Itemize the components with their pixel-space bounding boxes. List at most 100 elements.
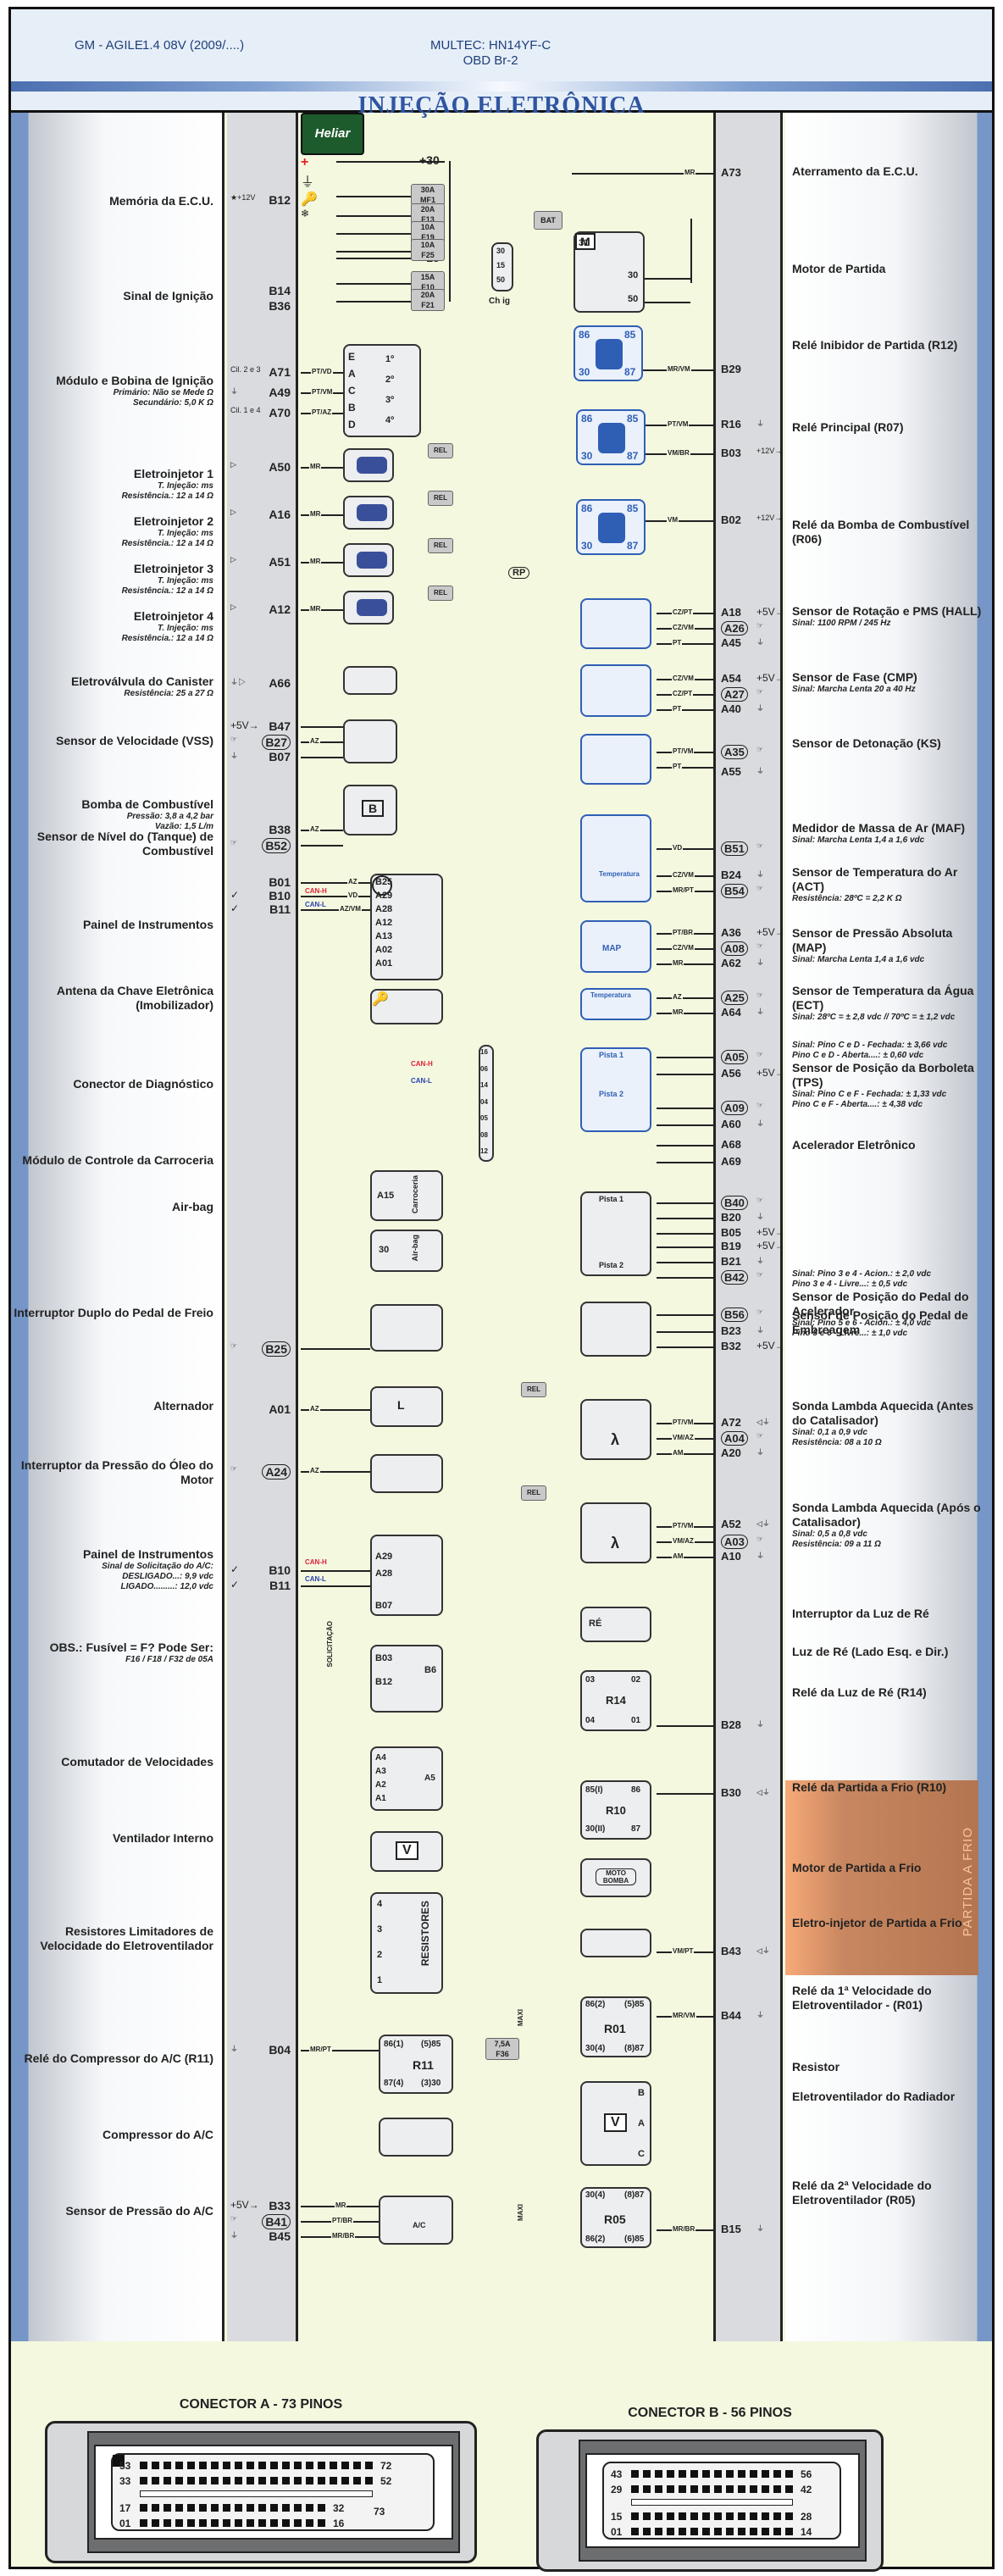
component-spec: F16 / F18 / F32 de 05A (125, 1655, 213, 1664)
pin (690, 2470, 698, 2478)
ac-compressor (379, 2118, 453, 2157)
resistor-pin: 3 (377, 1924, 383, 1935)
ecu-pin-right: A52 (721, 1518, 741, 1530)
component-spec: Resistência.: 12 a 14 Ω (121, 634, 213, 643)
brake-pedal-switch (370, 1304, 443, 1352)
ecu-pin-right: B03 (721, 447, 741, 459)
wire-color-label: PT/VM (672, 747, 695, 755)
component-label-right: Sensor de Rotação e PMS (HALL)Sinal: 110… (792, 604, 987, 629)
pin (318, 2462, 325, 2469)
temperature-label: Temperatura (590, 991, 631, 999)
tps-wire (657, 1108, 713, 1109)
component-name: Módulo e Bobina de Ignição (56, 374, 213, 387)
can-l-label: CAN-L (305, 1575, 326, 1583)
--icon: ✓ (230, 889, 240, 901)
--icon: ✓ (230, 902, 240, 914)
pin (187, 2462, 195, 2469)
wire-color-label: PT/VM (672, 1418, 695, 1426)
pin (152, 2477, 159, 2484)
pin-number-start: 17 (119, 2502, 131, 2514)
ecu-pin-right: B54 (721, 884, 748, 898)
wire-color-label: MR/VM (667, 365, 691, 373)
pulse-icon: ▷ (230, 555, 236, 564)
pin-number-end: 28 (801, 2511, 812, 2523)
pin (714, 2528, 722, 2535)
ac-pin: B12 (375, 1677, 393, 1687)
fuel-pump-b: B (362, 800, 385, 817)
rel-fuse: REL (521, 1382, 546, 1397)
wire-color-label: VM/BR (667, 449, 690, 457)
ecu-pin-left: B38 (269, 823, 291, 836)
ecu-pin-right: B15 (721, 2223, 741, 2235)
ecu-pin-right: B19 (721, 1240, 741, 1252)
app-wire (657, 1277, 713, 1279)
-5v-icon: +5V→ (756, 1240, 785, 1252)
pin (282, 2504, 290, 2512)
starter-feed-wire (645, 302, 690, 303)
signal-icon: ☞ (756, 745, 764, 753)
pin (738, 2485, 745, 2493)
maxi-label: MAXI (517, 2204, 524, 2221)
wire-color-label: MR (672, 959, 684, 967)
pin (211, 2504, 219, 2512)
pin (762, 2512, 769, 2520)
component-name: Air-bag (172, 1200, 213, 1213)
pin-number-start: 01 (611, 2526, 623, 2538)
component-name: Motor de Partida a Frio (792, 1861, 922, 1874)
ground-pulse-icon: ⏚▷ (230, 678, 247, 686)
obd-pin: 14 (480, 1081, 488, 1089)
pin-number-end: 16 (333, 2518, 345, 2529)
component-name: Relé da Bomba de Combustível (R06) (792, 518, 970, 546)
sensor-wire (657, 1557, 713, 1558)
pin (353, 2477, 361, 2484)
pista-2-label: Pista 2 (599, 1261, 624, 1269)
pin-number-start: 15 (611, 2511, 623, 2523)
relay-terminal: (5)85 (624, 2000, 645, 2009)
ecu-pin-right: B51 (721, 841, 748, 856)
ecu-pin-right: A68 (721, 1138, 741, 1151)
ground-wire (572, 173, 713, 175)
wire-color-label: PT/VM (672, 1522, 695, 1530)
header-band (11, 81, 992, 92)
relay-terminal: 87(4) (384, 2079, 404, 2088)
wire-color-label: CZ/VM (672, 675, 695, 682)
ecu-pin-left: A71 (269, 365, 291, 379)
component-label-right: Medidor de Massa de Ar (MAF)Sinal: March… (792, 821, 987, 846)
cam-sensor (580, 664, 651, 717)
ecu-pin-left: B52 (262, 838, 291, 853)
pin (140, 2462, 147, 2469)
pin (318, 2519, 325, 2527)
ground-icon: ⏚ (756, 870, 765, 879)
wire-color-label: MR (309, 510, 322, 518)
relay-name: R14 (606, 1694, 626, 1707)
maf-sensor: Temperatura (580, 814, 651, 902)
component-name: Motor de Partida (792, 262, 886, 275)
component-name: Memória da E.C.U. (109, 194, 213, 208)
ecu-pin-left: B25 (262, 1341, 291, 1357)
relay-terminal: 86(2) (585, 2235, 606, 2244)
relay-icon (596, 339, 623, 369)
map-label: MAP (602, 944, 622, 953)
component-spec: Pressão: 3,8 a 4,2 bar (126, 812, 213, 821)
app-wire (657, 1262, 713, 1263)
key-icon: 🔑 (301, 192, 318, 207)
pin (714, 2485, 722, 2493)
pin (211, 2462, 219, 2469)
component-name: Resistores Limitadores de Velocidade do … (40, 1924, 213, 1952)
ecu-pin-right: B24 (721, 869, 741, 881)
pin (655, 2470, 662, 2478)
ground-icon: ⏚ (756, 704, 765, 713)
relay-wire (301, 2050, 379, 2051)
pin (785, 2485, 793, 2493)
fuse-amp: 30A (420, 186, 435, 194)
ecu-info: MULTEC: HN14YF-C OBD Br-2 (430, 38, 551, 69)
fuse-id: F25 (421, 251, 435, 259)
component-spec: Resistência: 25 a 27 Ω (124, 689, 213, 698)
